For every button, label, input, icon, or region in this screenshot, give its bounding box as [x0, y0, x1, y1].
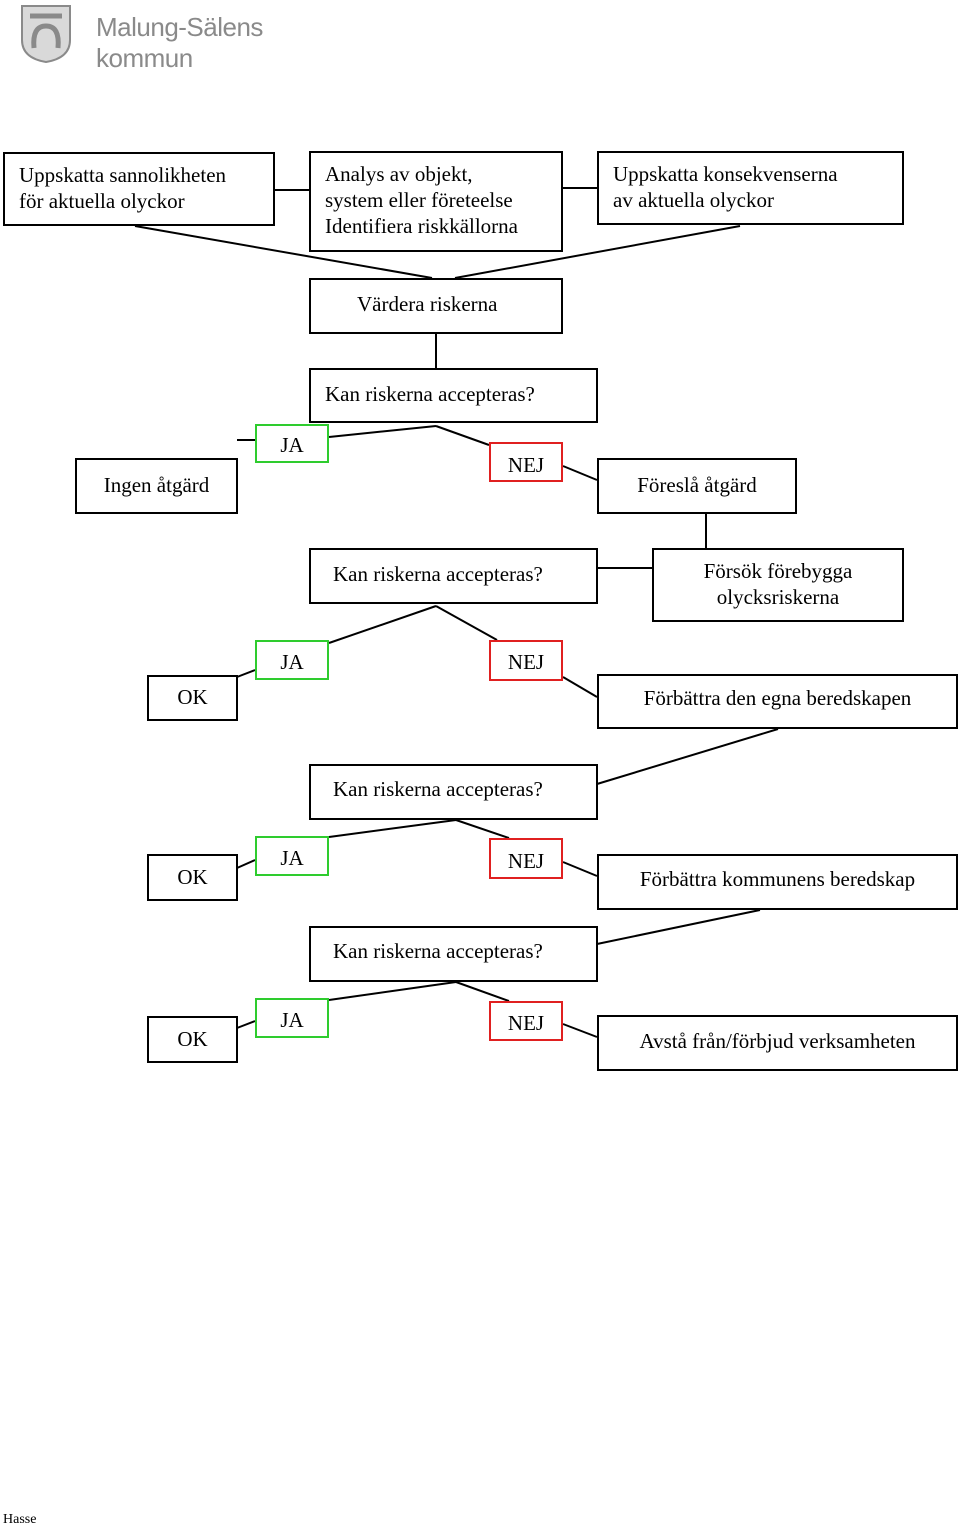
improve-own-preparedness-box: Förbättra den egna beredskapen [597, 674, 958, 729]
no-badge-4: NEJ [489, 1001, 563, 1041]
improve-municipal-preparedness-box: Förbättra kommunens beredskap [597, 854, 958, 910]
question-box-1: Kan riskerna accepteras? [309, 368, 598, 423]
question-box-3: Kan riskerna accepteras? [309, 764, 598, 820]
yes-label-2: JA [280, 650, 304, 674]
question-label-2: Kan riskerna accepteras? [333, 562, 543, 586]
probability-line-1: Uppskatta sannolikheten [19, 163, 227, 187]
no-badge-2: NEJ [489, 640, 563, 681]
prevent-risks-box: Försök förebygga olycksriskerna [652, 548, 904, 622]
analysis-line-3: Identifiera riskkällorna [325, 214, 518, 238]
yes-label-3: JA [280, 846, 304, 870]
yes-label-1: JA [280, 433, 304, 457]
no-label-1: NEJ [507, 453, 545, 477]
no-label-3: NEJ [507, 849, 545, 873]
question-box-2: Kan riskerna accepteras? [309, 548, 598, 604]
analysis-line-2: system eller företeelse [325, 188, 513, 212]
ok-box-2: OK [147, 675, 238, 721]
question-label-4: Kan riskerna accepteras? [333, 939, 543, 963]
analysis-box: Analys av objekt, system eller företeels… [309, 151, 563, 252]
brand-name: Malung-Sälens kommun [96, 12, 263, 73]
evaluate-risks-box: Värdera riskerna [309, 278, 563, 334]
prevent-line-2: olycksriskerna [716, 585, 840, 609]
prohibit-activity-label: Avstå från/förbjud verksamheten [639, 1029, 916, 1053]
yes-badge-2: JA [255, 640, 329, 680]
yes-badge-1: JA [255, 424, 329, 463]
ok-label-4: OK [177, 1027, 208, 1051]
yes-label-4: JA [280, 1008, 304, 1032]
no-action-box: Ingen åtgärd [75, 458, 238, 514]
analysis-line-1: Analys av objekt, [325, 162, 473, 186]
prevent-line-1: Försök förebygga [703, 559, 853, 583]
no-label-4: NEJ [507, 1011, 545, 1035]
yes-badge-4: JA [255, 998, 329, 1038]
no-badge-3: NEJ [489, 838, 563, 879]
consequences-line-2: av aktuella olyckor [613, 188, 774, 212]
consequences-line-1: Uppskatta konsekvenserna [613, 162, 838, 186]
no-badge-1: NEJ [489, 442, 563, 482]
ok-label-2: OK [177, 685, 208, 709]
no-action-label: Ingen åtgärd [103, 473, 210, 497]
ok-box-3: OK [147, 854, 238, 901]
prohibit-activity-box: Avstå från/förbjud verksamheten [597, 1015, 958, 1071]
question-label-3: Kan riskerna accepteras? [333, 777, 543, 801]
ok-label-3: OK [177, 865, 208, 889]
coat-of-arms-icon [21, 5, 71, 64]
propose-action-box: Föreslå åtgärd [597, 458, 797, 514]
estimate-probability-box: Uppskatta sannolikheten för aktuella oly… [3, 152, 275, 226]
ok-box-4: OK [147, 1016, 238, 1063]
improve-municipal-label: Förbättra kommunens beredskap [639, 867, 916, 891]
municipality-logo: Malung-Sälens kommun [18, 2, 348, 73]
propose-action-label: Föreslå åtgärd [637, 473, 757, 497]
improve-own-label: Förbättra den egna beredskapen [643, 686, 912, 710]
estimate-consequences-box: Uppskatta konsekvenserna av aktuella oly… [597, 151, 904, 225]
yes-badge-3: JA [255, 836, 329, 876]
question-box-4: Kan riskerna accepteras? [309, 926, 598, 982]
evaluate-label: Värdera riskerna [357, 292, 498, 316]
question-label-1: Kan riskerna accepteras? [325, 382, 535, 406]
footer-author: Hasse [3, 1512, 37, 1527]
probability-line-2: för aktuella olyckor [19, 189, 185, 213]
no-label-2: NEJ [507, 650, 545, 674]
